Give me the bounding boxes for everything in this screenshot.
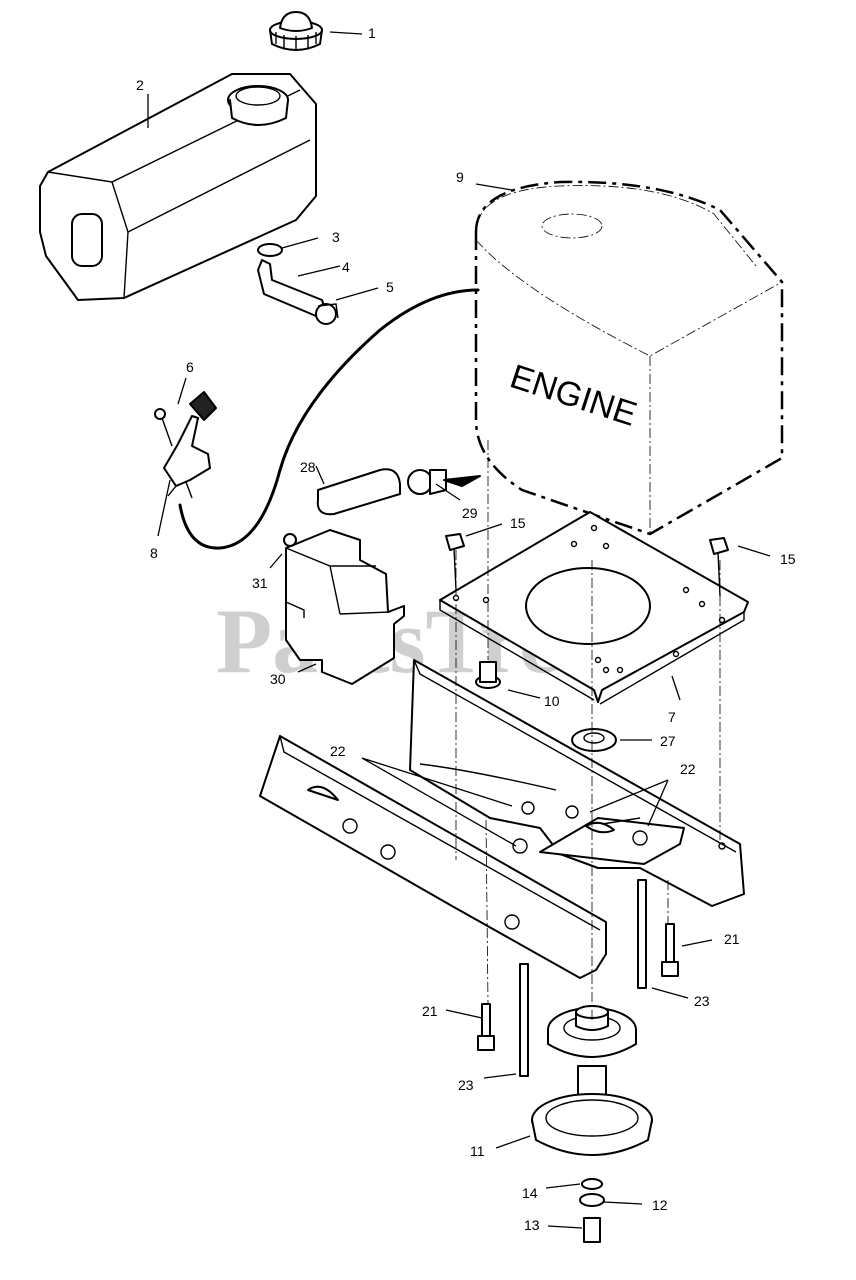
heat-shield — [283, 529, 405, 685]
callout-15-right: 15 — [780, 551, 796, 567]
rod-23-right — [637, 879, 647, 989]
callout-27: 27 — [660, 733, 676, 749]
callout-12: 12 — [652, 1197, 668, 1213]
callout-31: 31 — [252, 575, 268, 591]
throttle-control — [154, 391, 217, 499]
callout-5: 5 — [386, 279, 394, 295]
callout-3: 3 — [332, 229, 340, 245]
bolt-15-left — [445, 533, 465, 591]
callout-23-left: 23 — [458, 1077, 474, 1093]
engine-plate — [439, 511, 749, 705]
callout-29: 29 — [462, 505, 478, 521]
callout-10: 10 — [544, 693, 560, 709]
bolt-21-left — [477, 1003, 495, 1051]
fuel-tank — [39, 73, 317, 301]
pulley-assembly — [531, 1005, 653, 1243]
leader-lines — [147, 31, 771, 1229]
callout-6: 6 — [186, 359, 194, 375]
callout-30: 30 — [270, 671, 286, 687]
callout-15-left: 15 — [510, 515, 526, 531]
callout-13: 13 — [524, 1217, 540, 1233]
throttle-cable — [178, 288, 480, 550]
callouts: 1 2 3 4 5 6 7 8 9 10 11 12 13 14 15 15 2… — [136, 25, 796, 1233]
fuel-cap — [269, 11, 323, 51]
callout-28: 28 — [300, 459, 316, 475]
callout-11: 11 — [470, 1143, 485, 1159]
callout-22-left: 22 — [330, 743, 346, 759]
rod-23-left — [519, 963, 529, 1077]
callout-21-right: 21 — [724, 931, 740, 947]
callout-22-right: 22 — [680, 761, 696, 777]
callout-21-left: 21 — [422, 1003, 438, 1019]
bolt-21-right — [661, 923, 679, 977]
bolt-15-right — [709, 537, 729, 597]
chassis-frame — [259, 659, 745, 979]
callout-4: 4 — [342, 259, 350, 275]
engine-label: ENGINE — [506, 357, 642, 433]
callout-14: 14 — [522, 1185, 538, 1201]
callout-7: 7 — [668, 709, 676, 725]
callout-9: 9 — [456, 169, 464, 185]
air-hose — [316, 468, 481, 516]
callout-1: 1 — [368, 25, 376, 41]
callout-8: 8 — [150, 545, 158, 561]
fuel-hose — [257, 243, 339, 325]
engine-outline: ENGINE — [474, 180, 784, 536]
spacer — [571, 728, 617, 752]
engine-isolator-stud — [479, 661, 497, 683]
callout-23-right: 23 — [694, 993, 710, 1009]
callout-2: 2 — [136, 77, 144, 93]
